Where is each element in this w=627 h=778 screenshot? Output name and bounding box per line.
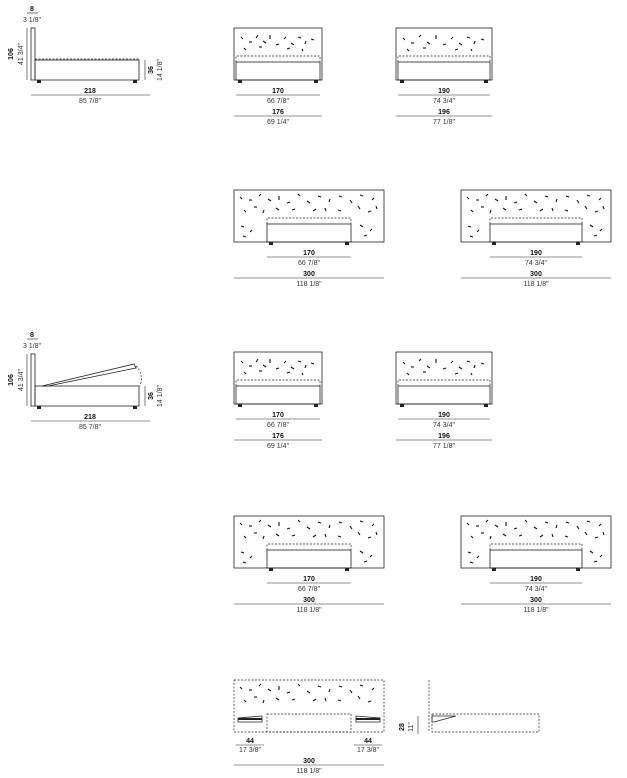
lifted-mattress-base — [41, 363, 137, 387]
height-cm: 106 — [8, 374, 15, 386]
headboard-depth-in: 3 1/8" — [23, 17, 42, 24]
fabric-pattern — [240, 358, 315, 376]
length-cm: 218 — [84, 414, 96, 421]
overall-width-in: 118 1/8" — [523, 281, 549, 288]
length-cm: 218 — [84, 88, 96, 95]
mattress-width-cm: 170 — [303, 576, 315, 583]
mattress-width-in: 66 7/8" — [267, 98, 289, 105]
headboard-side — [30, 353, 36, 407]
bed-frame-side — [34, 59, 140, 81]
overall-width-cm: 300 — [530, 271, 542, 278]
right-table-width-in: 17 3/8" — [357, 747, 379, 754]
mattress-width-in: 74 3/4" — [525, 586, 547, 593]
height-in: 41 3/4" — [18, 43, 25, 65]
side-view-1: 8 3 1/8" 106 41 3/4" 36 14 1/8" 218 85 7… — [8, 6, 164, 105]
mattress-width-in: 66 7/8" — [298, 586, 320, 593]
overall-width-in: 69 1/4" — [267, 119, 289, 126]
right-table-width-cm: 44 — [364, 738, 372, 745]
mattress-width-in: 66 7/8" — [267, 422, 289, 429]
overall-width-in: 118 1/8" — [296, 607, 322, 614]
fabric-pattern — [466, 193, 605, 238]
mattress-width-cm: 190 — [530, 576, 542, 583]
height-cm: 106 — [8, 48, 15, 60]
headboard-depth-cm: 8 — [30, 332, 34, 339]
frame-height-in: 14 1/8" — [157, 385, 164, 407]
headboard-side — [30, 27, 36, 81]
overall-width-cm: 300 — [530, 597, 542, 604]
overall-width-cm: 300 — [303, 597, 315, 604]
overall-width-in: 118 1/8" — [296, 768, 322, 775]
bed-frame-side — [34, 385, 140, 407]
nightstand-side — [431, 715, 457, 723]
front-view-small-a1: 170 66 7/8" 176 69 1/4" — [233, 27, 323, 126]
front-view-nightstands: 44 17 3/8" 44 17 3/8" 300 118 1/8" — [233, 679, 385, 775]
overall-width-cm: 300 — [303, 271, 315, 278]
overall-width-cm: 176 — [272, 433, 284, 440]
frame-height-in: 14 1/8" — [157, 59, 164, 81]
overall-width-in: 77 1/8" — [433, 119, 455, 126]
mattress-width-in: 66 7/8" — [298, 260, 320, 267]
overall-width-in: 77 1/8" — [433, 443, 455, 450]
mattress-width-cm: 170 — [272, 88, 284, 95]
fabric-pattern — [239, 683, 375, 704]
overall-width-in: 118 1/8" — [523, 607, 549, 614]
mattress-width-cm: 190 — [438, 412, 450, 419]
front-view-wide-b2: 190 74 3/4" 300 118 1/8" — [460, 515, 612, 614]
fabric-pattern — [239, 519, 378, 564]
front-view-small-a2: 170 66 7/8" 176 69 1/4" — [233, 351, 323, 450]
overall-width-cm: 300 — [303, 758, 315, 765]
left-table-width-cm: 44 — [246, 738, 254, 745]
mattress-width-in: 74 3/4" — [525, 260, 547, 267]
left-nightstand — [237, 715, 263, 723]
front-view-small-b1: 190 74 3/4" 196 77 1/8" — [395, 27, 493, 126]
left-table-width-in: 17 3/8" — [239, 747, 261, 754]
headboard-depth-in: 3 1/8" — [23, 343, 42, 350]
mattress-width-in: 74 3/4" — [433, 422, 455, 429]
frame-height-cm: 36 — [148, 392, 155, 400]
overall-width-in: 118 1/8" — [296, 281, 322, 288]
fabric-pattern — [240, 34, 315, 52]
mattress-width-cm: 170 — [303, 250, 315, 257]
front-view-wide-b1: 190 74 3/4" 300 118 1/8" — [460, 189, 612, 288]
front-view-wide-a2: 170 66 7/8" 300 118 1/8" — [233, 515, 385, 614]
nightstand-height-cm: 28 — [399, 723, 406, 731]
front-view-wide-a1: 170 66 7/8" 300 118 1/8" — [233, 189, 385, 288]
overall-width-cm: 196 — [438, 433, 450, 440]
nightstand-height-in: 11" — [408, 722, 415, 732]
frame-height-cm: 36 — [148, 66, 155, 74]
mattress-width-cm: 190 — [438, 88, 450, 95]
side-view-2-storage: 8 3 1/8" 106 41 3/4" 36 14 1/8" 218 85 7… — [8, 332, 164, 431]
fabric-pattern — [402, 34, 485, 52]
mattress-width-cm: 190 — [530, 250, 542, 257]
fabric-pattern — [402, 358, 485, 376]
length-in: 85 7/8" — [79, 98, 101, 105]
overall-width-cm: 196 — [438, 109, 450, 116]
mattress-width-cm: 170 — [272, 412, 284, 419]
fabric-pattern — [466, 519, 605, 564]
fabric-pattern — [239, 193, 378, 238]
overall-width-in: 69 1/4" — [267, 443, 289, 450]
side-view-nightstand: 28 11" — [399, 680, 540, 734]
height-in: 41 3/4" — [18, 369, 25, 391]
length-in: 85 7/8" — [79, 424, 101, 431]
mattress-width-in: 74 3/4" — [433, 98, 455, 105]
front-view-small-b2: 190 74 3/4" 196 77 1/8" — [395, 351, 493, 450]
headboard-depth-cm: 8 — [30, 6, 34, 13]
overall-width-cm: 176 — [272, 109, 284, 116]
